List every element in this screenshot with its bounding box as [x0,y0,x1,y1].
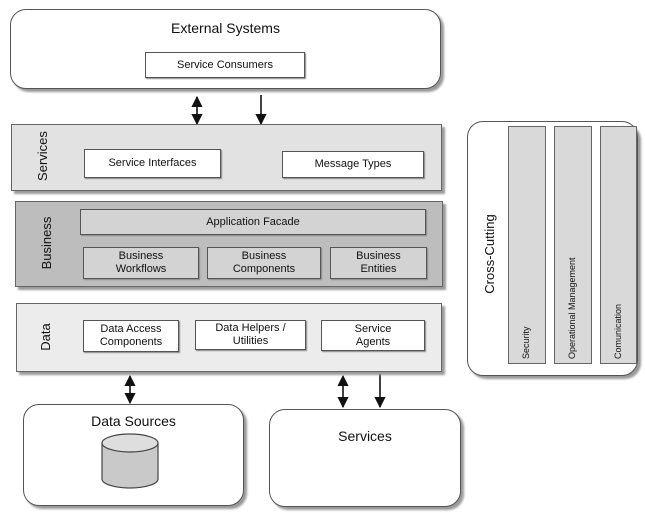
data-helpers-utilities-box: Data Helpers / Utilities [195,320,306,350]
data-sources-container: Data Sources [23,404,244,506]
application-facade-box: Application Facade [80,209,426,235]
security-bar: Security [508,126,546,364]
business-workflows-box: Business Workflows [83,247,199,279]
database-cylinder-icon [101,433,159,489]
services-bottom-title: Services [338,428,392,444]
external-systems-container: External Systems Service Consumers [10,9,441,89]
cross-cutting-container: Cross-Cutting Security Operational Manag… [467,121,638,376]
data-access-components-box: Data Access Components [83,320,179,352]
business-entities-box: Business Entities [330,247,427,279]
services-layer-label: Services [35,131,50,181]
service-consumers-box: Service Consumers [145,52,305,78]
cross-cutting-label: Cross-Cutting [482,214,497,294]
data-layer: Data Data Access Components Data Helpers… [16,303,442,372]
message-types-box: Message Types [282,151,424,178]
business-components-box: Business Components [207,247,321,279]
operational-management-label: Operational Management [567,257,577,359]
communication-bar: Comunication [600,126,637,364]
business-layer: Business Application Facade Business Wor… [15,201,443,287]
business-layer-label: Business [39,216,54,270]
services-layer: Services Service Interfaces Message Type… [11,124,442,191]
services-bottom-container: Services [269,409,461,507]
service-interfaces-box: Service Interfaces [84,149,221,178]
data-layer-label: Data [38,323,53,351]
security-label: Security [521,326,531,359]
operational-management-bar: Operational Management [554,126,592,364]
data-sources-title: Data Sources [91,413,176,429]
service-agents-box: Service Agents [321,320,425,351]
communication-label: Comunication [613,303,623,359]
external-systems-title: External Systems [171,20,280,36]
